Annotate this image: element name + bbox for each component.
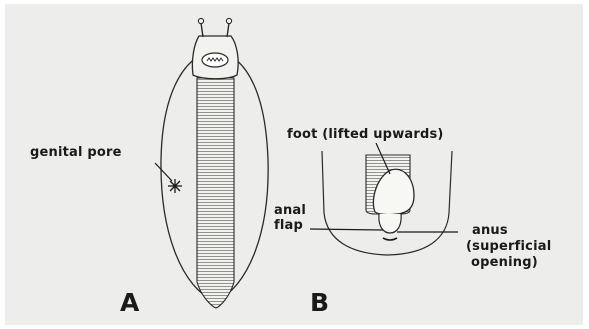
panel-b-drawing <box>310 143 458 255</box>
anal-flap-pointer <box>310 229 383 230</box>
anal-flap-label-line1: anal <box>274 203 306 218</box>
panel-a-drawing <box>155 18 268 308</box>
foot-strip <box>197 78 234 308</box>
anus-label-line1: anus <box>472 223 508 238</box>
right-tentacle-tip <box>226 18 231 23</box>
anus-label-line2: (superficial <box>466 239 551 254</box>
panel-a-letter: A <box>120 289 140 317</box>
genital-pore-label: genital pore <box>30 145 122 160</box>
genital-pore-pointer <box>155 163 172 181</box>
genital-pore-marker <box>168 179 182 193</box>
left-tentacle <box>201 23 203 37</box>
mouth-region <box>202 53 228 67</box>
anus-opening <box>383 238 397 240</box>
anal-flap-label-line2: flap <box>274 218 303 233</box>
right-tentacle <box>227 23 229 37</box>
left-tentacle-tip <box>198 18 203 23</box>
foot-label: foot (lifted upwards) <box>287 127 444 142</box>
panel-b-letter: B <box>310 289 329 317</box>
anus-label-line3: opening) <box>471 255 538 270</box>
